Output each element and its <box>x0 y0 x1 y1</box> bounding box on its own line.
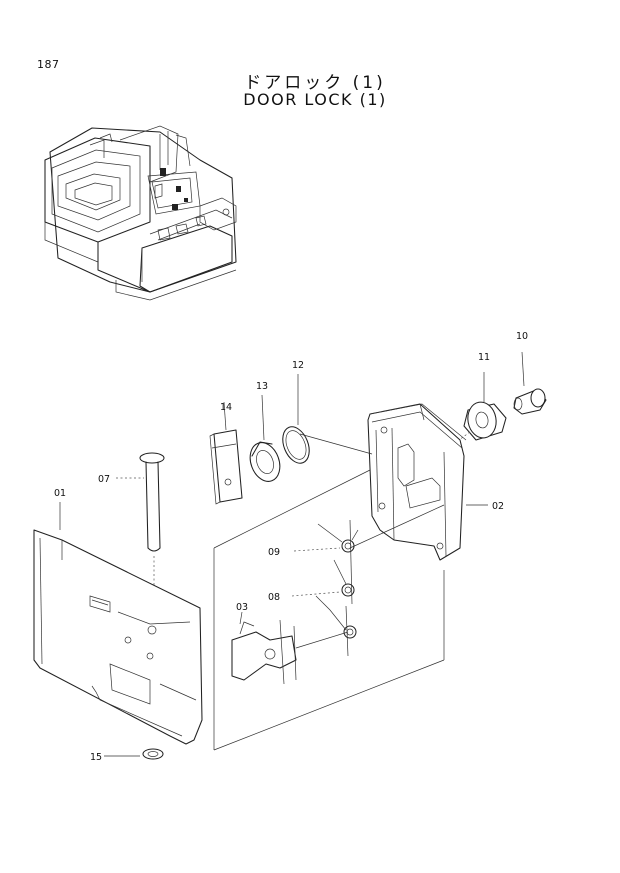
title-english: DOOR LOCK (1) <box>243 90 387 109</box>
part-10-key-cylinder <box>513 351 547 415</box>
callout-15: 15 <box>90 752 102 763</box>
callout-11: 11 <box>478 352 490 363</box>
part-15-snap-ring <box>104 748 164 760</box>
part-14-plate <box>209 401 243 505</box>
callout-12: 12 <box>292 360 304 371</box>
page-number: 187 <box>37 58 60 71</box>
callout-07: 07 <box>98 474 110 485</box>
part-03-latch-lever <box>231 611 349 685</box>
callout-09: 09 <box>268 547 280 558</box>
callout-08: 08 <box>268 592 280 603</box>
callout-13: 13 <box>256 381 268 392</box>
callout-14: 14 <box>220 402 232 413</box>
callout-03: 03 <box>236 602 248 613</box>
callout-01: 01 <box>54 488 66 499</box>
callout-labels: 01 02 03 07 08 09 10 11 12 13 14 15 <box>54 331 528 763</box>
part-13-sleeve <box>249 394 281 482</box>
title-japanese: ドアロック (1) <box>244 73 386 93</box>
part-07-pin <box>116 452 165 624</box>
part-11-knob <box>419 372 507 469</box>
machine-overview-sketch <box>44 125 237 301</box>
callout-02: 02 <box>492 501 504 512</box>
exploded-assembly-outline <box>213 433 445 751</box>
part-12-ring <box>282 374 310 464</box>
part-09-spring <box>293 519 359 605</box>
part-08-spring <box>291 559 357 657</box>
part-01-striker-plate <box>33 502 203 745</box>
part-02-bracket <box>367 403 488 561</box>
callout-10: 10 <box>516 331 528 342</box>
